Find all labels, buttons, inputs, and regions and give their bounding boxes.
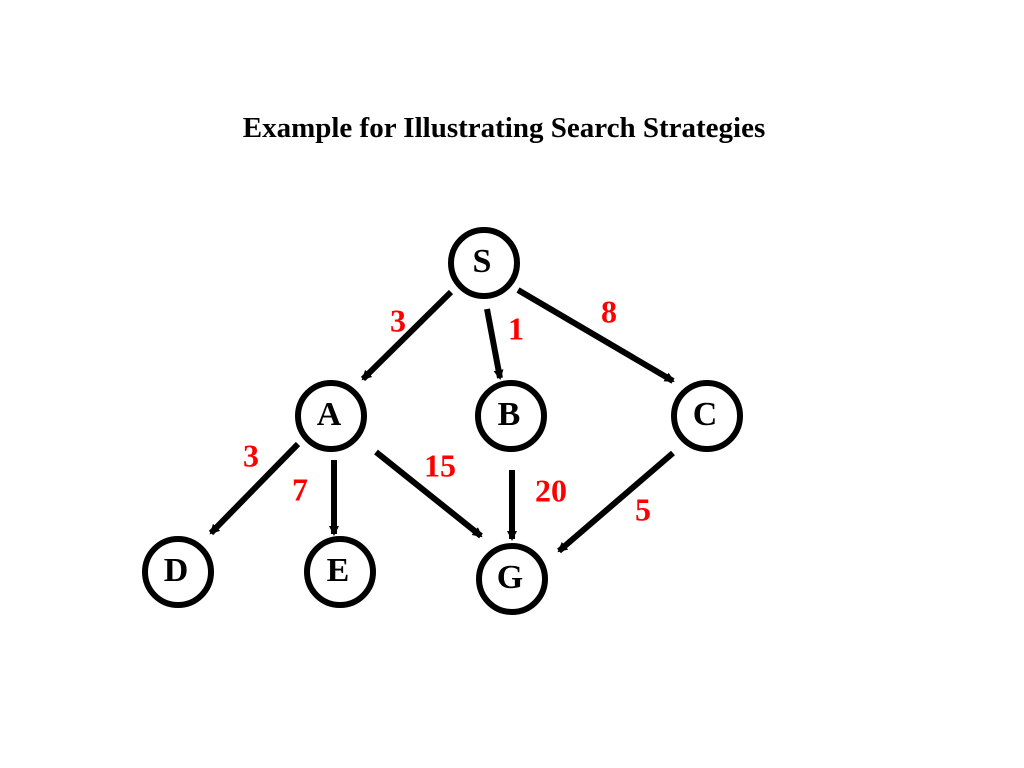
edge-weight-a-e: 7 <box>292 471 308 507</box>
node-circle-b <box>475 380 547 452</box>
node-label-s: S <box>473 243 492 280</box>
node-circle-d <box>142 536 214 608</box>
node-label-a: A <box>317 396 342 433</box>
edge-weight-b-g: 20 <box>535 472 567 508</box>
node-e: E <box>304 536 376 608</box>
node-circle-c <box>671 380 743 452</box>
edge-weight-s-b: 1 <box>508 310 524 346</box>
edge-c-g <box>557 450 675 554</box>
node-label-c: C <box>693 396 718 433</box>
node-s: S <box>448 227 520 299</box>
edge-weight-s-c: 8 <box>601 293 617 329</box>
edge-s-c <box>516 287 675 384</box>
edge-a-g <box>374 449 483 539</box>
nodes-layer: S A B C D E G <box>142 227 743 615</box>
edges-layer <box>208 287 675 554</box>
edge-a-d <box>208 441 301 536</box>
node-b: B <box>475 380 547 452</box>
edge-weight-c-g: 5 <box>635 491 651 527</box>
node-label-g: G <box>497 559 523 596</box>
node-circle-s <box>448 227 520 299</box>
node-circle-a <box>295 380 367 452</box>
edge-weight-s-a: 3 <box>390 302 406 338</box>
node-label-b: B <box>498 396 521 433</box>
edge-s-b <box>484 308 504 380</box>
node-label-e: E <box>327 552 350 589</box>
edge-weight-a-g: 15 <box>424 447 456 483</box>
node-g: G <box>476 543 548 615</box>
node-d: D <box>142 536 214 608</box>
node-label-d: D <box>164 552 189 589</box>
edge-weight-a-d: 3 <box>243 437 259 473</box>
diagram-title: Example for Illustrating Search Strategi… <box>242 112 766 144</box>
node-a: A <box>295 380 367 452</box>
node-circle-g <box>476 543 548 615</box>
node-c: C <box>671 380 743 452</box>
node-circle-e <box>304 536 376 608</box>
edge-s-a <box>360 289 454 382</box>
